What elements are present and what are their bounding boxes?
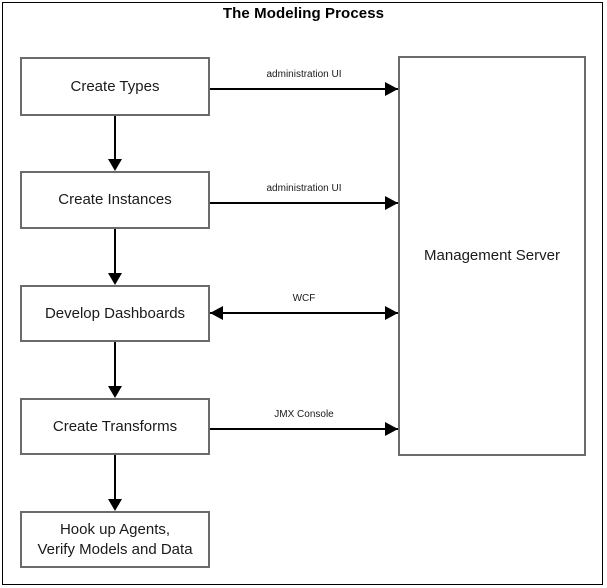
arrowhead-right-icon [385, 82, 398, 96]
node-label: Create Transforms [52, 417, 178, 435]
node-management-server[interactable]: Management Server [398, 56, 586, 456]
node-label: Management Server [424, 247, 560, 265]
connector-line [114, 116, 116, 159]
figure-title: The Modeling Process [222, 5, 385, 22]
node-label: Hook up Agents, Verify Models and Data [37, 521, 193, 558]
node-label: Create Instances [58, 191, 172, 209]
node-hook-up-agents[interactable]: Hook up Agents, Verify Models and Data [20, 511, 210, 568]
connector-line [210, 428, 398, 430]
node-label: Develop Dashboards [44, 304, 186, 322]
flow-arrow-instances-to-dashboards [108, 229, 122, 285]
edge-label-wcf: WCF [292, 293, 316, 304]
connector-line [114, 229, 116, 273]
node-create-instances[interactable]: Create Instances [20, 171, 210, 229]
arrowhead-left-icon [210, 306, 223, 320]
arrowhead-right-icon [385, 196, 398, 210]
edge-types-to-server [210, 82, 398, 96]
node-label: Create Types [70, 77, 160, 95]
connector-line [114, 455, 116, 499]
node-develop-dashboards[interactable]: Develop Dashboards [20, 285, 210, 342]
edge-label-jmx-console: JMX Console [274, 409, 334, 420]
connector-line [114, 342, 116, 386]
node-create-transforms[interactable]: Create Transforms [20, 398, 210, 455]
edge-transforms-to-server [210, 422, 398, 436]
node-create-types[interactable]: Create Types [20, 57, 210, 116]
arrowhead-down-icon [108, 273, 122, 285]
edge-instances-to-server [210, 196, 398, 210]
connector-line [210, 202, 398, 204]
arrowhead-right-icon [385, 422, 398, 436]
arrowhead-down-icon [108, 159, 122, 171]
arrowhead-down-icon [108, 386, 122, 398]
edge-dashboards-to-server [210, 306, 398, 320]
edge-label-administration-ui-types: administration UI [266, 69, 342, 80]
edge-label-administration-ui-instances: administration UI [266, 183, 342, 194]
flow-arrow-dashboards-to-transforms [108, 342, 122, 398]
flow-arrow-types-to-instances [108, 116, 122, 171]
connector-line [210, 312, 398, 314]
arrowhead-right-icon [385, 306, 398, 320]
connector-line [210, 88, 398, 90]
arrowhead-down-icon [108, 499, 122, 511]
flow-arrow-transforms-to-hookup [108, 455, 122, 511]
